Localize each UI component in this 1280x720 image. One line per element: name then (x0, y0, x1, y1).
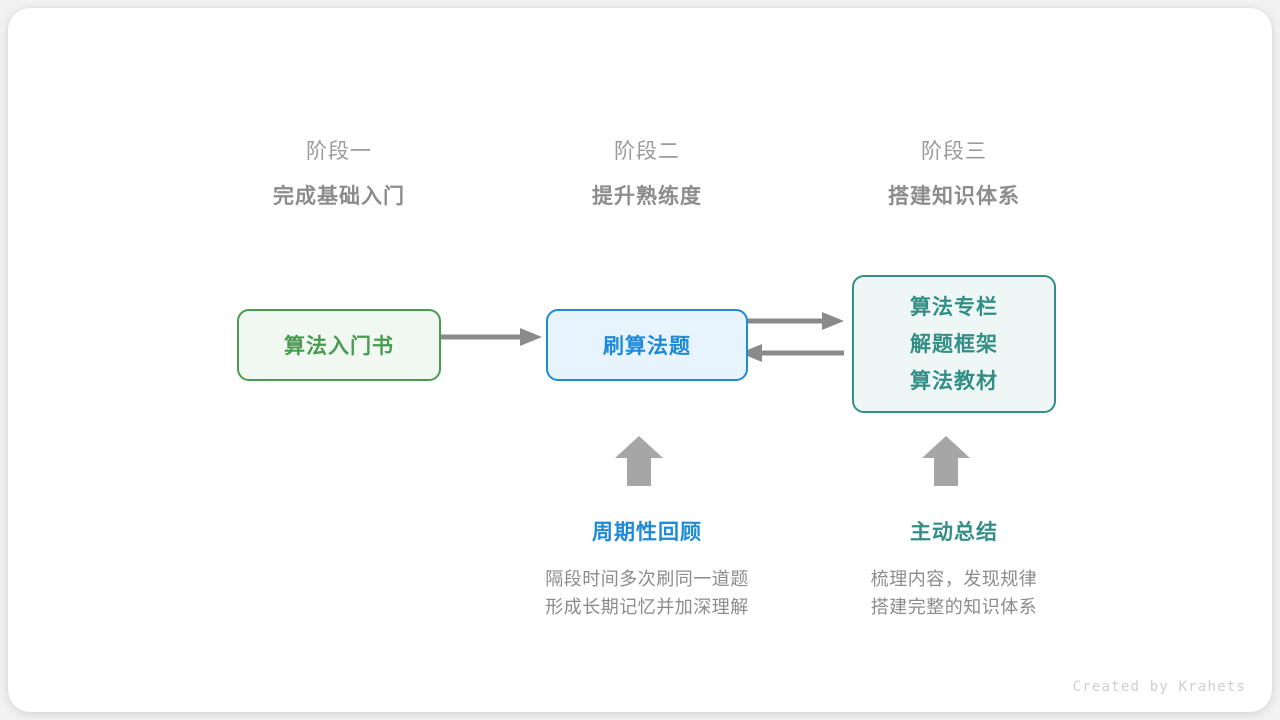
arrow-book-to-practice (433, 328, 542, 346)
stage-number-2: 阶段二 (614, 140, 680, 163)
stage-title-3: 搭建知识体系 (888, 185, 1020, 208)
stage-number-3: 阶段三 (921, 140, 987, 163)
annotation-review-description: 隔段时间多次刷同一道题 形成长期记忆并加深理解 (497, 565, 797, 621)
node-resources-line-3: 算法教材 (910, 369, 998, 393)
watermark-credit: Created by Krahets (1072, 679, 1246, 695)
stage-header-1: 阶段一 完成基础入门 (209, 137, 469, 212)
node-resources-line-2: 解题框架 (910, 332, 998, 356)
annotation-summary-title: 主动总结 (910, 521, 998, 544)
up-arrow-icon-review (615, 436, 663, 486)
node-resources-line-1: 算法专栏 (910, 295, 998, 319)
arrow-practice-to-resources (740, 312, 844, 330)
annotation-periodic-review: 周期性回顾 隔段时间多次刷同一道题 形成长期记忆并加深理解 (497, 519, 797, 621)
node-practice-problems-label: 刷算法题 (603, 335, 691, 358)
annotation-review-desc-line-2: 形成长期记忆并加深理解 (545, 597, 749, 617)
annotation-active-summary: 主动总结 梳理内容，发现规律 搭建完整的知识体系 (804, 519, 1104, 621)
arrow-resources-to-practice (740, 344, 844, 362)
annotation-review-desc-line-1: 隔段时间多次刷同一道题 (545, 569, 749, 589)
annotation-summary-description: 梳理内容，发现规律 搭建完整的知识体系 (804, 565, 1104, 621)
node-algorithm-book[interactable]: 算法入门书 (237, 309, 441, 381)
stage-title-2: 提升熟练度 (592, 185, 702, 208)
diagram-card: 阶段一 完成基础入门 阶段二 提升熟练度 阶段三 搭建知识体系 (8, 8, 1272, 712)
node-algorithm-book-label: 算法入门书 (284, 335, 394, 358)
stage-title-1: 完成基础入门 (273, 185, 405, 208)
stage-header-2: 阶段二 提升熟练度 (517, 137, 777, 212)
annotation-review-title: 周期性回顾 (592, 521, 702, 544)
stage-number-1: 阶段一 (306, 140, 372, 163)
annotation-summary-desc-line-1: 梳理内容，发现规律 (870, 569, 1038, 589)
node-practice-problems[interactable]: 刷算法题 (546, 309, 748, 381)
stage-header-3: 阶段三 搭建知识体系 (824, 137, 1084, 212)
annotation-summary-desc-line-2: 搭建完整的知识体系 (870, 597, 1038, 617)
node-learning-resources[interactable]: 算法专栏 解题框架 算法教材 (852, 275, 1056, 413)
up-arrow-icon-summary (922, 436, 970, 486)
